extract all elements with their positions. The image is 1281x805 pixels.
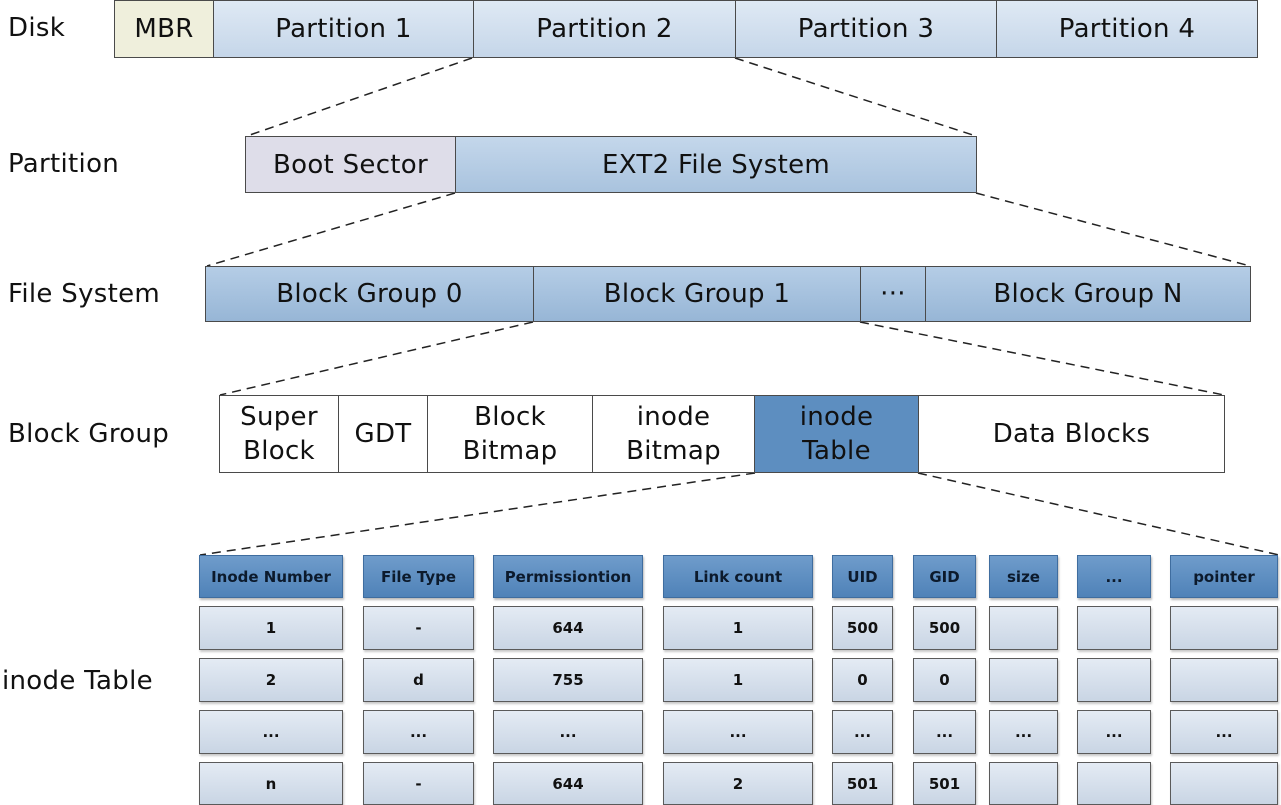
partition-level-label: Partition bbox=[8, 149, 120, 179]
inode-table-cell: ... bbox=[1170, 710, 1278, 754]
bg-segment-inode-bitmap: inode Bitmap bbox=[592, 395, 755, 473]
inode-table-cell: ... bbox=[663, 710, 813, 754]
inode-table-level-label: inode Table bbox=[2, 666, 153, 696]
inode-table-cell bbox=[1077, 658, 1151, 702]
disk-segment-partition-1: Partition 1 bbox=[213, 0, 474, 58]
inode-table-header: pointer bbox=[1170, 555, 1278, 598]
inode-table-cell: ... bbox=[199, 710, 343, 754]
inode-table-cell bbox=[1077, 606, 1151, 650]
inode-table-cell: 1 bbox=[663, 658, 813, 702]
disk-segment-partition-4: Partition 4 bbox=[996, 0, 1258, 58]
connector-inodetable-right bbox=[917, 472, 1280, 556]
inode-table-header: Permissiontion bbox=[493, 555, 643, 598]
inode-table-header: Link count bbox=[663, 555, 813, 598]
file-system-level-label: File System bbox=[8, 279, 161, 309]
connector-ext2-left bbox=[206, 192, 456, 267]
disk-segment-partition-3: Partition 3 bbox=[735, 0, 997, 58]
bg-segment-super-block: Super Block bbox=[219, 395, 339, 473]
fs-segment-block-group-1: Block Group 1 bbox=[533, 266, 861, 322]
inode-table-cell: ... bbox=[989, 710, 1058, 754]
inode-table-header: UID bbox=[832, 555, 893, 598]
connector-partition2-right bbox=[734, 57, 977, 137]
block-group-level-label: Block Group bbox=[8, 419, 170, 449]
bg-segment-gdt: GDT bbox=[338, 395, 428, 473]
inode-table-cell bbox=[989, 762, 1058, 805]
inode-table-cell: - bbox=[363, 606, 474, 650]
inode-table-cell: 1 bbox=[199, 606, 343, 650]
fs-segment-block-group-0: Block Group 0 bbox=[205, 266, 534, 322]
connector-ext2-right bbox=[975, 192, 1251, 267]
inode-table-header: size bbox=[989, 555, 1058, 598]
partition-segment-boot-sector: Boot Sector bbox=[245, 136, 456, 193]
connector-inodetable-left bbox=[199, 472, 756, 556]
inode-table-cell bbox=[1077, 762, 1151, 805]
inode-table-cell: ... bbox=[1077, 710, 1151, 754]
fs-segment-ellipsis: ··· bbox=[860, 266, 926, 322]
inode-table-cell: 2 bbox=[199, 658, 343, 702]
inode-table-cell: 501 bbox=[832, 762, 893, 805]
fs-segment-block-group-n: Block Group N bbox=[925, 266, 1251, 322]
inode-table-cell: 501 bbox=[913, 762, 976, 805]
inode-table-cell: d bbox=[363, 658, 474, 702]
inode-table-cell: 500 bbox=[832, 606, 893, 650]
inode-table-cell: 755 bbox=[493, 658, 643, 702]
connector-blockgroup1-right bbox=[859, 321, 1225, 396]
inode-table-cell: 2 bbox=[663, 762, 813, 805]
bg-segment-data-blocks: Data Blocks bbox=[918, 395, 1225, 473]
inode-table-cell bbox=[989, 658, 1058, 702]
inode-table-cell: 1 bbox=[663, 606, 813, 650]
inode-table-cell: 644 bbox=[493, 762, 643, 805]
connector-partition2-left bbox=[246, 57, 473, 137]
disk-segment-mbr: MBR bbox=[114, 0, 214, 58]
inode-table-cell: ... bbox=[493, 710, 643, 754]
inode-table-cell: - bbox=[363, 762, 474, 805]
inode-table-cell bbox=[1170, 658, 1278, 702]
inode-table-cell bbox=[1170, 762, 1278, 805]
inode-table-header: Inode Number bbox=[199, 555, 343, 598]
inode-table-cell: 0 bbox=[913, 658, 976, 702]
bg-segment-inode-table: inode Table bbox=[754, 395, 919, 473]
inode-table-cell: n bbox=[199, 762, 343, 805]
inode-table-cell bbox=[1170, 606, 1278, 650]
connector-blockgroup1-left bbox=[219, 321, 534, 396]
inode-table-cell: ... bbox=[363, 710, 474, 754]
partition-segment-ext2: EXT2 File System bbox=[455, 136, 977, 193]
bg-segment-block-bitmap: Block Bitmap bbox=[427, 395, 593, 473]
inode-table-cell: 0 bbox=[832, 658, 893, 702]
disk-level-label: Disk bbox=[8, 13, 66, 43]
inode-table-cell: 644 bbox=[493, 606, 643, 650]
inode-table-cell: ... bbox=[832, 710, 893, 754]
inode-table-header: GID bbox=[913, 555, 976, 598]
inode-table-header: ... bbox=[1077, 555, 1151, 598]
inode-table-cell: 500 bbox=[913, 606, 976, 650]
disk-segment-partition-2: Partition 2 bbox=[473, 0, 736, 58]
inode-table-cell: ... bbox=[913, 710, 976, 754]
inode-table-cell bbox=[989, 606, 1058, 650]
inode-table-header: File Type bbox=[363, 555, 474, 598]
